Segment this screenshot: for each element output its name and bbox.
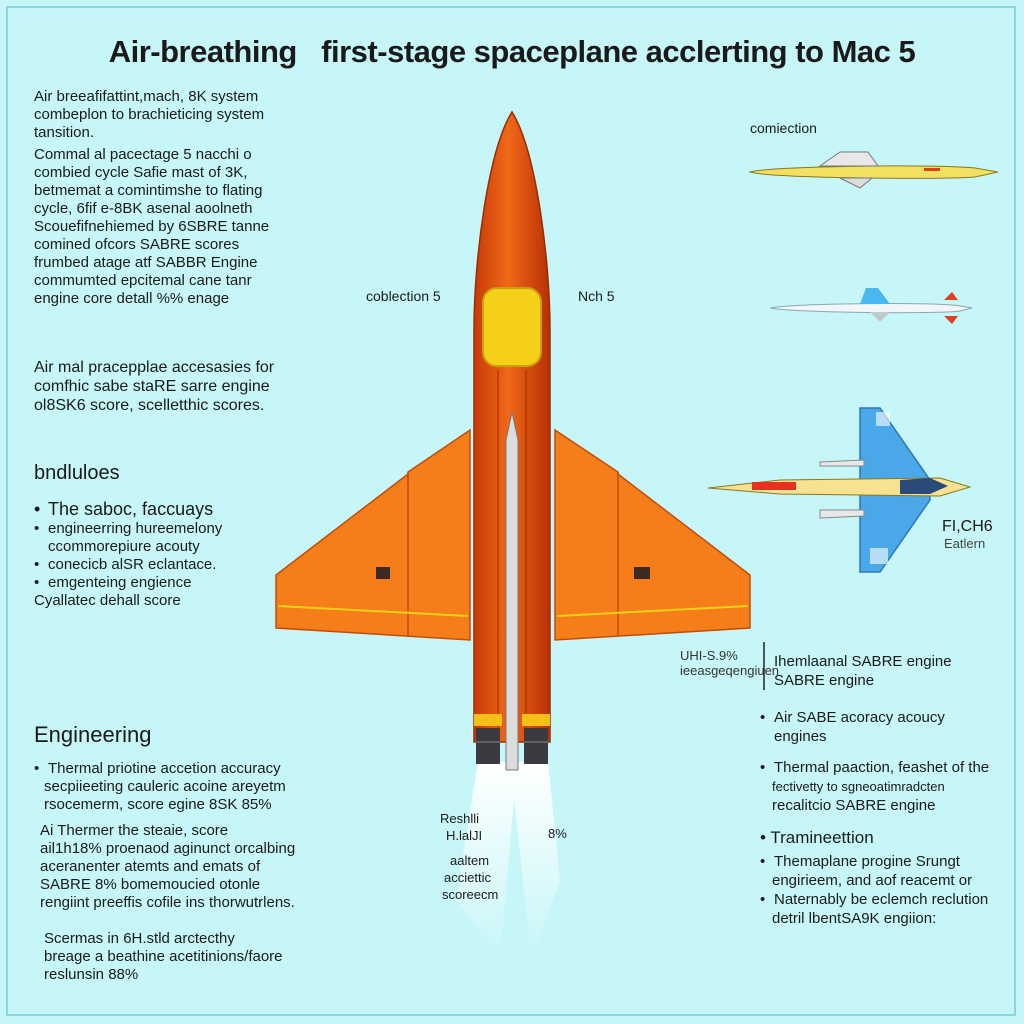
- exhaust-label: scoreecm: [442, 887, 499, 902]
- left-para-line: ol8SK6 score, scelletthic scores.: [34, 397, 265, 414]
- list-item: Thermal priotine accetion accuracy: [34, 760, 286, 778]
- tramineettion-heading-text: Tramineettion: [770, 828, 874, 847]
- sabre-line: SABRE engine: [774, 672, 875, 689]
- exhaust-labels: Reshlli H.lalJI aaltem acciettic scoreec…: [440, 810, 498, 903]
- list-item: fectivetty to sgneoatimradcten: [772, 779, 945, 794]
- list-item: rsocemerm, score egine 8SK 85%: [44, 796, 272, 813]
- eatlern-label: Eatlern: [944, 536, 986, 551]
- right-bullet-1: Air SABE acoracy acoucy engines: [760, 708, 945, 746]
- list-item: engineerring hureemelony: [34, 520, 222, 538]
- sabre-lines: Ihemlaanal SABRE engine SABRE engine: [774, 652, 952, 690]
- para-line: aceranenter atemts and emats of: [40, 858, 261, 875]
- para-line: Scermas in 6H.stld arctecthy: [44, 930, 235, 947]
- engineering-paragraph-1: Ai Thermer the steaie, score ail1h18% pr…: [40, 822, 295, 912]
- right-nozzle: [524, 728, 548, 764]
- left-nozzle: [476, 728, 500, 764]
- percent-line: UHI-S.9%: [680, 648, 738, 663]
- engineering-heading: Engineering: [34, 722, 152, 747]
- exhaust-label: Reshlli: [440, 811, 480, 826]
- left-para-line: engine core detall %% enage: [34, 290, 230, 307]
- fi-ch6-label: FI,CH6: [942, 518, 993, 535]
- exhaust-label: acciettic: [444, 870, 491, 885]
- left-para-line: Scouefifnehiemed by 6SBRE tanne: [34, 218, 270, 235]
- tramineettion-heading: • Tramineettion: [760, 828, 874, 847]
- list-item: ccommorepiure acouty: [48, 538, 200, 555]
- mini-aircraft-white: [769, 288, 973, 324]
- left-para-line: commumted epcitemal cane tanr: [34, 272, 252, 289]
- left-wing-marker: [376, 567, 390, 579]
- list-item: Themaplane progine Srungt: [760, 852, 988, 871]
- list-item: Air SABE acoracy acoucy: [760, 708, 945, 727]
- list-item: engines: [774, 728, 827, 745]
- canopy: [482, 287, 542, 367]
- mini-aircraft-blue: [707, 407, 972, 573]
- bndluloes-list: The saboc, faccuays engineerring hureeme…: [34, 500, 222, 610]
- engineering-paragraph-2: Scermas in 6H.stld arctecthy breage a be…: [44, 930, 283, 984]
- left-para-line: comfhic sabe staRE sarre engine: [34, 378, 270, 395]
- center-probe: [505, 411, 519, 771]
- left-para-line: Commal al pacectage 5 nacchi o: [34, 146, 252, 163]
- center-label-right: Nch 5: [578, 288, 615, 304]
- list-item: engirieem, and aof reacemt or: [772, 872, 973, 889]
- left-para-line: Air mal pracepplae accesasies for: [34, 359, 275, 376]
- right-wing: [554, 428, 751, 641]
- list-item: Naternably be eclemch reclution: [760, 890, 988, 909]
- right-wing-marker: [634, 567, 650, 579]
- para-line: SABRE 8% bomemoucied otonle: [40, 876, 261, 893]
- left-para-line: frumbed atage atf SABBR Engine: [34, 254, 258, 271]
- sabre-line: Ihemlaanal SABRE engine: [774, 653, 952, 670]
- list-item: detril lbentSA9K engiion:: [772, 910, 937, 927]
- para-line: reslunsin 88%: [44, 966, 139, 983]
- mini-aircraft-yellow: [748, 151, 999, 189]
- tramineettion-list: Themaplane progine Srungt engirieem, and…: [760, 852, 988, 928]
- list-item: Thermal paaction, feashet of the: [760, 758, 989, 777]
- bndluloes-heading: bndluloes: [34, 462, 120, 484]
- left-wing: [275, 428, 471, 641]
- para-line: ail1h18% proenaod aginunct orcalbing: [40, 840, 296, 857]
- comiection-label: comiection: [750, 120, 817, 136]
- left-para-line: combied cycle Safie mast of 3K,: [34, 164, 248, 181]
- list-item: conecicb alSR eclantace.: [34, 556, 222, 574]
- list-item: Cyallatec dehall score: [34, 592, 181, 609]
- list-item: secpiieeting cauleric acoine areyetm: [44, 778, 286, 795]
- list-item: recalitcio SABRE engine: [772, 797, 936, 814]
- exhaust-plume: [456, 762, 560, 960]
- para-line: Ai Thermer the steaie, score: [40, 822, 229, 839]
- exhaust-label: H.lalJI: [446, 828, 483, 843]
- left-para-line: cycle, 6fif e-8BK asenal aoolneth: [34, 200, 253, 217]
- exhaust-percent: 8%: [548, 826, 567, 841]
- left-paragraph-2: Air mal pracepplae accesasies for comfhi…: [34, 358, 274, 415]
- center-label-left: coblection 5: [366, 288, 441, 304]
- list-item: emgenteing engience: [34, 574, 222, 592]
- left-para-line: betmemat a comintimshe to flating: [34, 182, 263, 199]
- percent-lines: UHI-S.9% ieeasgeqengiuen: [680, 648, 779, 678]
- left-para-line: comined ofcors SABRE scores: [34, 236, 240, 253]
- para-line: rengiint preeffis cofile ins thorwutrlen…: [40, 894, 295, 911]
- left-intro-line: tansition.: [34, 124, 95, 141]
- engineering-bullet: Thermal priotine accetion accuracy secpi…: [34, 760, 286, 814]
- right-bullet-2: Thermal paaction, feashet of the fective…: [760, 758, 989, 815]
- left-intro-line: combeplon to brachieticing system: [34, 106, 265, 123]
- left-paragraph-1: Commal al pacectage 5 nacchi o combied c…: [34, 146, 269, 308]
- left-intro-line: Air breeafifattint,mach, 8K system: [34, 88, 259, 105]
- left-intro: Air breeafifattint,mach, 8K system combe…: [34, 88, 264, 142]
- percent-line: ieeasgeqengiuen: [680, 663, 780, 678]
- exhaust-label: aaltem: [450, 853, 490, 868]
- bndluloes-lead: The saboc, faccuays: [34, 500, 222, 518]
- para-line: breage a beathine acetitinions/faore: [44, 948, 283, 965]
- page-title: Air-breathing first-stage spaceplane acc…: [108, 34, 916, 69]
